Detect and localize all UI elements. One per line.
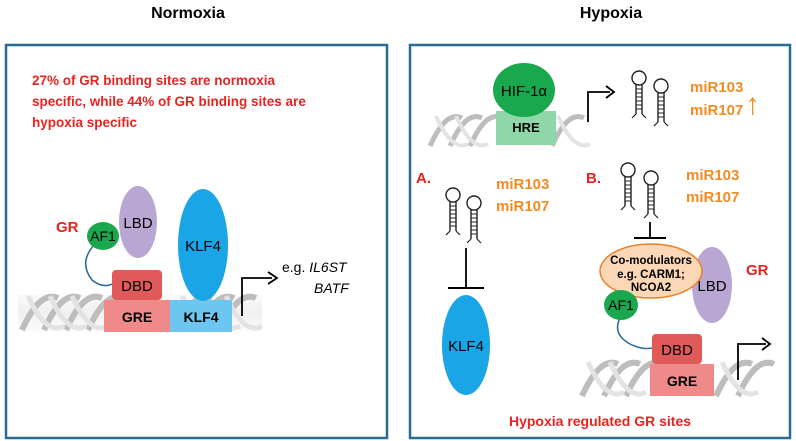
transcription-arrowhead-hypoxia [761, 337, 772, 351]
transcription-arrow-normoxia [241, 277, 272, 316]
klf4-site [170, 300, 232, 332]
hif1a-protein [493, 63, 555, 117]
statement-line-1: 27% of GR binding sites are normoxia [32, 73, 276, 88]
klf4-label-normoxia: KLF4 [185, 238, 221, 255]
normoxia-frame [4, 43, 389, 440]
hypoxia-title: Hypoxia [580, 5, 642, 22]
target-genes-line-1: e.g. IL6ST [282, 259, 348, 275]
transcription-arrow-hif [587, 91, 610, 122]
hre-label: HRE [512, 120, 540, 135]
co-modulators-example-1: e.g. CARM1; [617, 269, 685, 281]
statement-line-3: hypoxia specific [32, 115, 138, 130]
klf4-site-label: KLF4 [184, 309, 219, 325]
gre-label-hypoxia: GRE [667, 373, 697, 389]
af1-normoxia [87, 222, 119, 250]
statement-line-2: specific, while 44% of GR binding sites … [32, 94, 306, 109]
co-modulators-example-2: NCOA2 [631, 282, 671, 294]
lbd-normoxia [119, 186, 157, 258]
mirna-hairpin-top-1 [631, 70, 647, 119]
klf4-label-hypoxia: KLF4 [448, 338, 484, 355]
af1-label-hypoxia: AF1 [608, 297, 634, 313]
transcription-arrowhead-normoxia [267, 271, 279, 285]
hif1a-label: HIF-1α [501, 83, 548, 100]
target-genes-line-2: BATF [314, 280, 350, 296]
mirna-top-1: miR103 [690, 79, 743, 96]
linker-normoxia [85, 243, 117, 287]
hypoxia-frame [408, 43, 792, 440]
gre-site-normoxia [104, 300, 170, 332]
transcription-arrowhead-hif [605, 85, 616, 99]
dbd-label-hypoxia: DBD [661, 342, 693, 359]
branch-a-label: A. [416, 170, 431, 187]
mirna-hairpin-b-2 [643, 170, 659, 219]
lbd-label-normoxia: LBD [123, 215, 152, 232]
af1-hypoxia [604, 290, 638, 320]
mirna-hairpin-top-2 [653, 78, 669, 127]
mirna-a-2: miR107 [496, 198, 549, 215]
transcription-arrow-hypoxia [737, 343, 766, 380]
hypoxia-footer: Hypoxia regulated GR sites [509, 413, 691, 429]
mirna-hairpin-a-1 [445, 187, 461, 236]
mirna-hairpin-a-2 [466, 195, 482, 244]
branch-b-label: B. [586, 170, 601, 187]
gre-site-hypoxia [650, 364, 714, 396]
upregulation-arrow-icon: ↑ [745, 88, 760, 121]
lbd-hypoxia [692, 247, 732, 323]
dbd-hypoxia [652, 334, 702, 364]
normoxia-title: Normoxia [151, 5, 225, 22]
klf4-protein-hypoxia [442, 295, 490, 395]
hypoxia-bottom-dna-helix [579, 359, 776, 398]
mirna-hairpin-b-1 [620, 162, 636, 211]
mirna-b-2: miR107 [686, 189, 739, 206]
mirna-b-1: miR103 [686, 167, 739, 184]
gre-label-normoxia: GRE [122, 309, 152, 325]
klf4-protein-normoxia [178, 189, 228, 301]
af1-label-normoxia: AF1 [90, 228, 116, 244]
gr-label-hypoxia: GR [746, 262, 769, 279]
dbd-label-normoxia: DBD [121, 278, 153, 295]
mirna-a-1: miR103 [496, 176, 549, 193]
lbd-label-hypoxia: LBD [697, 278, 726, 295]
linker-hypoxia [616, 317, 653, 350]
co-modulators-complex [599, 243, 703, 299]
binding-statement: 27% of GR binding sites are normoxia spe… [32, 73, 306, 130]
gr-label-normoxia: GR [56, 219, 79, 236]
dbd-normoxia [112, 270, 162, 300]
mirna-top-2: miR107 [690, 102, 743, 119]
co-modulators-title: Co-modulators [610, 255, 692, 267]
